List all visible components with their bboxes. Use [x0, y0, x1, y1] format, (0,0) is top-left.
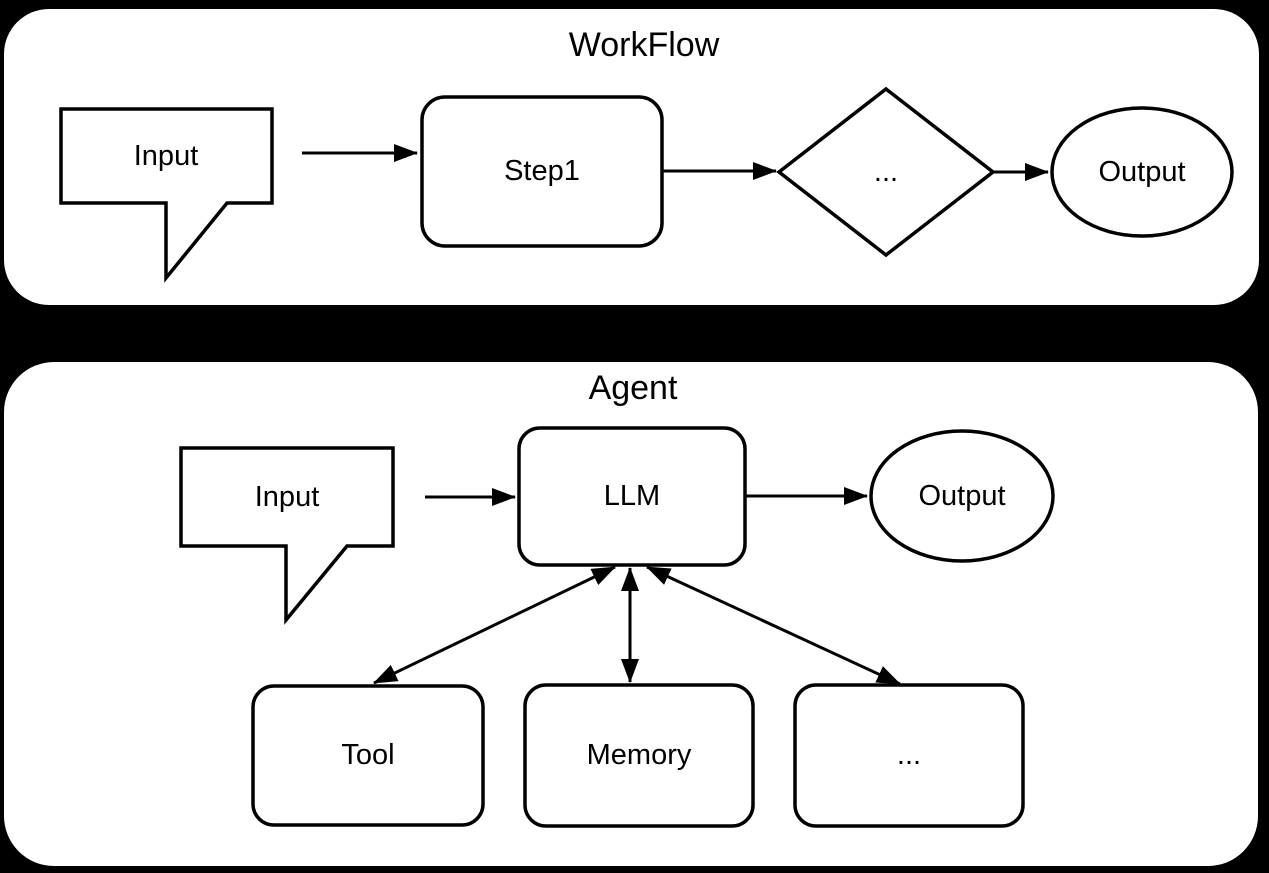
agent-panel: Agent Input LLM Output [4, 362, 1258, 866]
workflow-input-node: Input [59, 107, 274, 283]
agent-panel-title: Agent [589, 369, 678, 407]
rounded-rect-shape [793, 683, 1025, 828]
agent-more-label: ... [897, 739, 921, 771]
agent-more-node: ... [793, 683, 1025, 828]
double-arrow-llm-more [646, 565, 901, 686]
workflow-step1-node: Step1 [420, 95, 664, 248]
agent-memory-label: Memory [587, 739, 692, 771]
speech-bubble-shape [179, 446, 395, 625]
workflow-output-node: Output [1050, 106, 1234, 238]
ellipse-shape [1050, 106, 1234, 238]
agent-llm-label: LLM [604, 480, 660, 512]
workflow-output-label: Output [1098, 156, 1185, 188]
workflow-panel: WorkFlow Input Step1 ... Ou [4, 9, 1259, 305]
ellipse-shape [869, 429, 1055, 563]
rounded-rect-shape [251, 684, 485, 827]
double-arrow-llm-tool [373, 565, 616, 685]
agent-output-node: Output [869, 429, 1055, 563]
agent-memory-node: Memory [523, 683, 755, 828]
agent-input-label: Input [255, 481, 320, 513]
speech-bubble-shape [59, 107, 274, 283]
workflow-decision-label: ... [874, 156, 898, 188]
agent-tool-node: Tool [251, 684, 485, 827]
agent-tool-label: Tool [341, 739, 394, 771]
agent-output-label: Output [918, 480, 1005, 512]
workflow-panel-title: WorkFlow [569, 26, 720, 64]
agent-input-node: Input [179, 446, 395, 625]
workflow-step1-label: Step1 [504, 155, 580, 187]
workflow-input-label: Input [134, 140, 199, 172]
rounded-rect-shape [523, 683, 755, 828]
agent-llm-node: LLM [517, 426, 747, 567]
